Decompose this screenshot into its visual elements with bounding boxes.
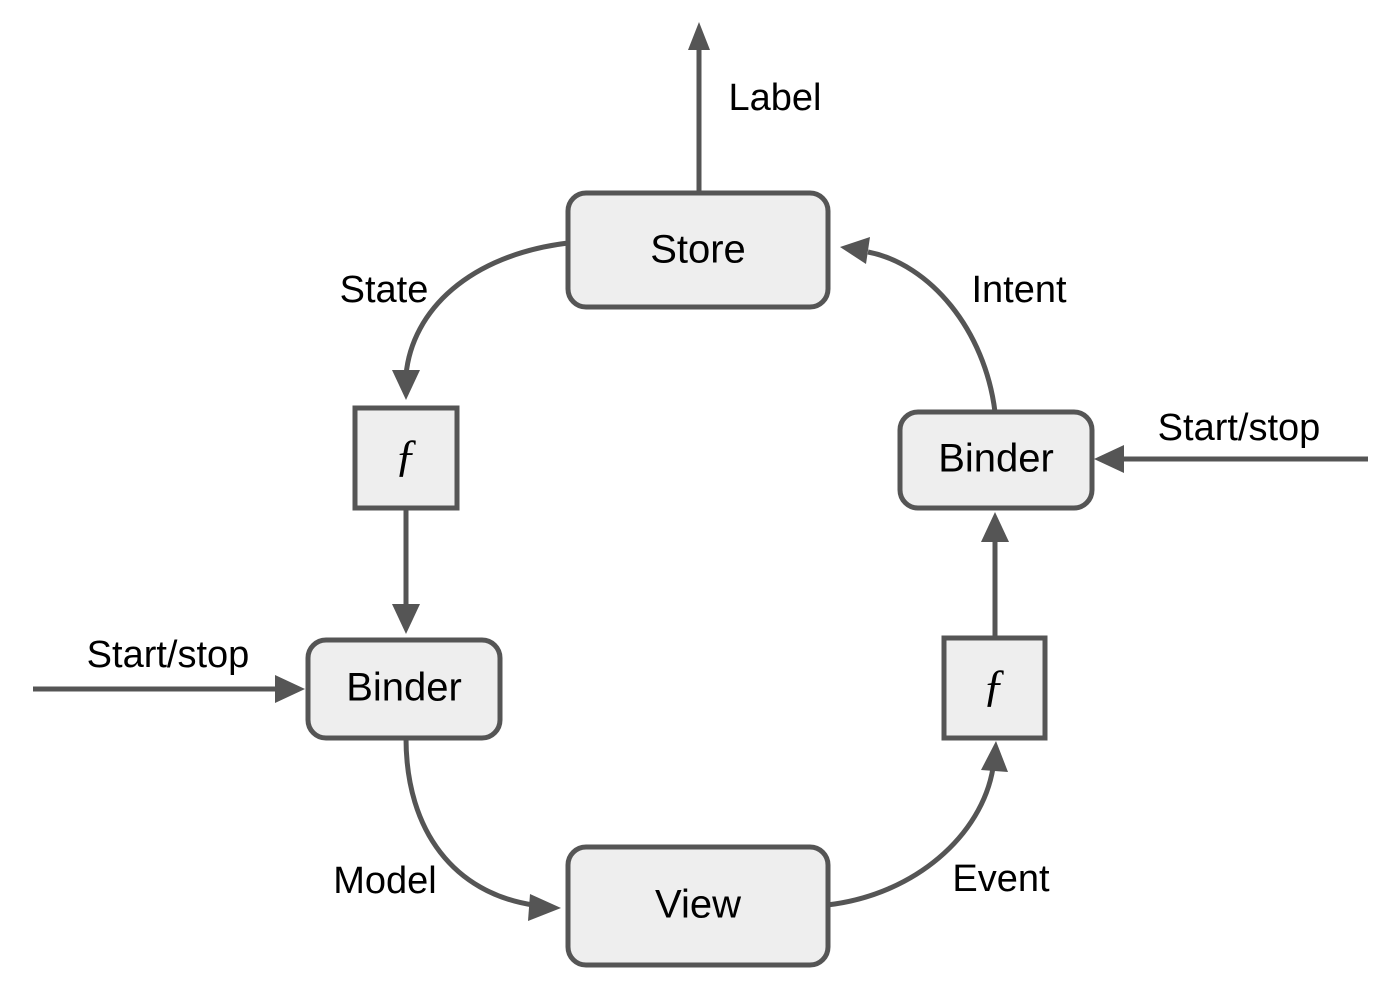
node-binder-left-label: Binder: [346, 666, 462, 710]
node-f-right[interactable]: ƒ: [941, 635, 1048, 741]
edge-event-text: Event: [952, 858, 1050, 900]
node-store-label: Store: [650, 228, 746, 272]
edge-model-arrowhead: [528, 894, 561, 921]
edge-model-text: Model: [333, 860, 437, 902]
node-binder-left[interactable]: Binder: [305, 637, 503, 741]
edge-start-stop-right: Start/stop: [1094, 407, 1368, 473]
edge-state: State: [340, 240, 569, 400]
edge-intent-line: [867, 249, 998, 413]
node-f-right-label: ƒ: [983, 660, 1006, 711]
node-view[interactable]: View: [565, 844, 831, 968]
node-view-label: View: [655, 883, 741, 927]
node-f-left[interactable]: ƒ: [352, 405, 460, 511]
edge-state-text: State: [340, 269, 429, 311]
node-binder-right-label: Binder: [938, 437, 1054, 481]
edge-intent: Intent: [840, 237, 1067, 413]
edge-model: Model: [333, 737, 561, 921]
edge-f-left-to-binder-arrowhead: [392, 604, 420, 634]
edge-start-stop-left: Start/stop: [33, 634, 305, 703]
edge-state-arrowhead: [392, 370, 420, 400]
edge-f-right-to-binder: [981, 512, 1009, 638]
node-view-shape[interactable]: [565, 844, 831, 968]
node-f-left-shape[interactable]: [352, 405, 460, 511]
node-binder-right-shape[interactable]: [897, 409, 1095, 511]
edge-start-stop-right-text: Start/stop: [1158, 407, 1321, 449]
node-store-shape[interactable]: [565, 190, 831, 310]
edge-intent-arrowhead: [840, 237, 870, 264]
edge-label-out-arrowhead: [688, 22, 710, 50]
edge-start-stop-left-text: Start/stop: [87, 634, 250, 676]
edge-label-out-text: Label: [729, 77, 822, 119]
node-binder-right[interactable]: Binder: [897, 409, 1095, 511]
node-f-left-label: ƒ: [395, 430, 418, 481]
edge-model-line: [403, 737, 534, 908]
edge-state-line: [403, 240, 569, 376]
edge-event-line: [826, 767, 996, 908]
edge-f-right-to-binder-arrowhead: [981, 512, 1009, 542]
edge-label-out: Label: [688, 22, 821, 193]
node-f-right-shape[interactable]: [941, 635, 1048, 741]
edge-event: Event: [826, 741, 1050, 908]
edge-f-left-to-binder: [392, 508, 420, 634]
edge-event-arrowhead: [981, 741, 1008, 772]
edge-start-stop-left-arrowhead: [275, 675, 305, 703]
node-store[interactable]: Store: [565, 190, 831, 310]
node-binder-left-shape[interactable]: [305, 637, 503, 741]
edge-intent-text: Intent: [971, 269, 1067, 311]
edge-start-stop-right-arrowhead: [1094, 445, 1124, 473]
